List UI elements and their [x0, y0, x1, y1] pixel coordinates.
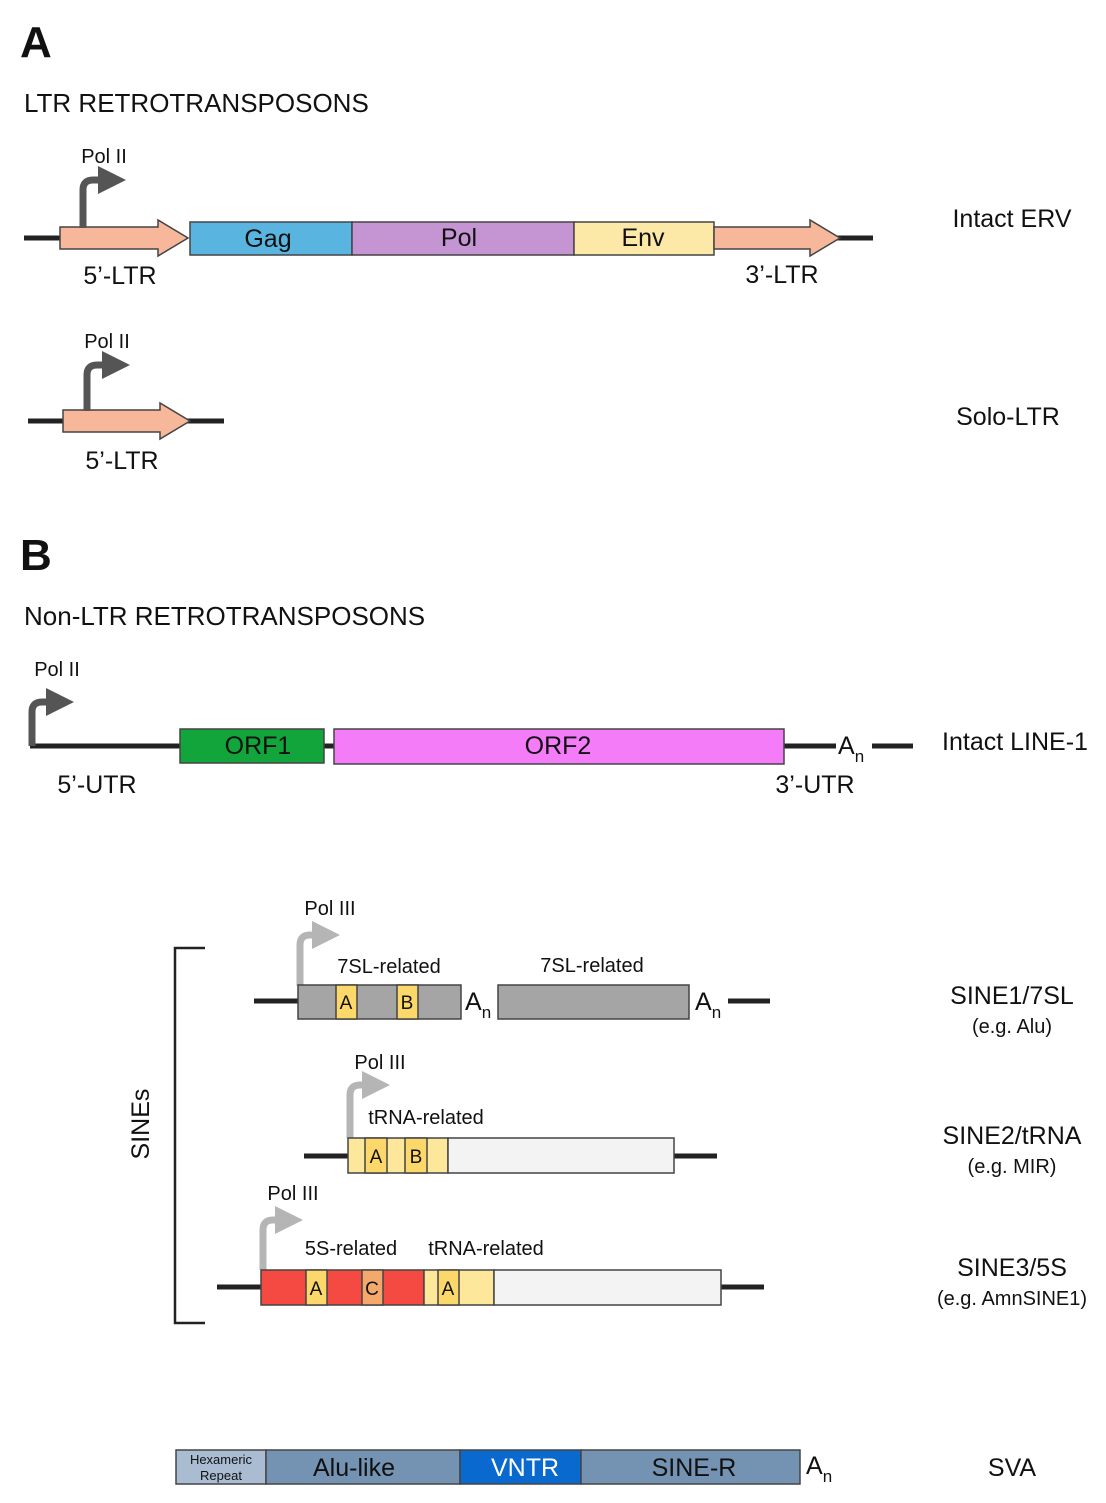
line1-element: Pol II ORF1 ORF2 An 5’-UTR 3’-UTR Intact… [28, 659, 1088, 799]
sine1-example: (e.g. Alu) [972, 1016, 1052, 1038]
sva-name: SVA [988, 1454, 1036, 1482]
sva-vntr [459, 1449, 582, 1485]
panel-b: B Non-LTR RETROTRANSPOSONS Pol II ORF1 O… [20, 531, 1088, 1486]
erv-promoter-label: Pol II [81, 146, 127, 168]
sine1-name: SINE1/7SL [950, 982, 1074, 1010]
sine3-region2-label: tRNA-related [428, 1238, 544, 1260]
panel-letter-a: A [20, 18, 52, 67]
sines-bracket [173, 946, 205, 1325]
sine1-motif-a-label: A [340, 993, 353, 1014]
erv-5-ltr-label: 5’-LTR [83, 262, 156, 290]
sine1-left-monomer [297, 984, 462, 1020]
solo-ltr-name: Solo-LTR [956, 403, 1060, 431]
sine3-motif-c-label: C [365, 1279, 379, 1300]
sine3-body [493, 1269, 722, 1306]
sine3-motif-a1 [305, 1269, 328, 1306]
sine3-motif-c [361, 1269, 384, 1306]
erv-5-ltr-arrow [59, 218, 190, 258]
sine2-pol3-promoter-arrow [346, 1071, 390, 1138]
sva-hexameric-repeat [175, 1449, 267, 1485]
sva-hex-line1: Hexameric [190, 1452, 253, 1467]
env-label: Env [621, 224, 665, 252]
sines-label: SINEs [127, 1089, 155, 1160]
sine1-region2-label: 7SL-related [540, 955, 643, 977]
erv-pol2-promoter-arrow [79, 166, 126, 228]
line1-pol2-promoter-arrow [28, 688, 74, 746]
sine1-end-polya: An [695, 988, 721, 1022]
sine1-promoter-label: Pol III [304, 898, 355, 920]
sine3-example: (e.g. AmnSINE1) [937, 1288, 1087, 1310]
sine1-pol3-promoter-arrow [296, 921, 340, 986]
sine3-5s-region [260, 1269, 425, 1306]
sine2-name: SINE2/tRNA [943, 1122, 1082, 1150]
intact-erv-element: Pol II Gag Pol Env 5’-LTR 3’-LTR Intact … [24, 146, 1072, 290]
sva-alu-like [265, 1449, 461, 1485]
sine3-promoter-label: Pol III [267, 1183, 318, 1205]
orf1-segment [179, 728, 325, 764]
sine3-motif-a2-label: A [442, 1279, 455, 1300]
panel-a-title: LTR RETROTRANSPOSONS [24, 88, 369, 118]
sine3-motif-a1-label: A [310, 1279, 323, 1300]
sine1-motif-b-label: B [401, 993, 414, 1014]
sine3-motif-a2 [437, 1269, 460, 1306]
sine1-element: Pol III A B An An 7SL-related 7SL-relate… [254, 898, 1074, 1038]
orf2-segment [333, 728, 785, 765]
env-segment [573, 221, 715, 256]
sva-vntr-label: VNTR [491, 1454, 559, 1482]
sine2-element: Pol III A B tRNA-related SINE2/tRNA (e.g… [304, 1052, 1082, 1178]
sine2-motif-a [364, 1137, 388, 1174]
erv-3-ltr-arrow [713, 218, 842, 258]
sine3-element: Pol III A C A 5S-related tRNA-related SI… [217, 1183, 1087, 1310]
sine1-motif-b [396, 984, 419, 1020]
panel-b-title: Non-LTR RETROTRANSPOSONS [24, 601, 425, 631]
sine3-name: SINE3/5S [957, 1254, 1067, 1282]
sine1-motif-a [335, 984, 358, 1020]
sva-hex-line2: Repeat [200, 1468, 242, 1483]
intact-erv-name: Intact ERV [952, 205, 1071, 233]
sine2-trna-region [347, 1137, 449, 1174]
sines-bracket-group: SINEs [127, 946, 205, 1325]
solo-pol2-promoter-arrow [83, 351, 130, 411]
sine3-region1-label: 5S-related [305, 1238, 397, 1260]
sine2-motif-b-label: B [410, 1147, 423, 1168]
line1-3-utr-label: 3’-UTR [775, 771, 854, 799]
line1-name: Intact LINE-1 [942, 728, 1088, 756]
pol-segment [351, 221, 575, 256]
sine1-region1-label: 7SL-related [337, 956, 440, 978]
solo-ltr-arrow [62, 401, 192, 441]
sine2-motif-a-label: A [370, 1147, 383, 1168]
solo-ltr-label: 5’-LTR [85, 447, 158, 475]
line1-5-utr-label: 5’-UTR [57, 771, 136, 799]
sine1-mid-polya: An [465, 988, 491, 1022]
sine3-pol3-promoter-arrow [259, 1206, 303, 1270]
orf1-label: ORF1 [225, 732, 292, 760]
sine2-region-label: tRNA-related [368, 1107, 484, 1129]
line1-polya-tail: An [838, 732, 864, 766]
orf2-label: ORF2 [525, 732, 592, 760]
pol-label: Pol [441, 224, 477, 252]
sva-alu-like-label: Alu-like [313, 1454, 395, 1482]
solo-ltr-element: Pol II 5’-LTR Solo-LTR [28, 331, 1060, 475]
solo-promoter-label: Pol II [84, 331, 130, 353]
sva-element: Hexameric Repeat Alu-like VNTR SINE-R An… [175, 1449, 1036, 1486]
sva-polya-tail: An [806, 1452, 832, 1486]
sine1-right-monomer [497, 984, 690, 1020]
panel-a: A LTR RETROTRANSPOSONS Pol II Gag Pol En… [20, 18, 1072, 475]
sine2-example: (e.g. MIR) [968, 1156, 1057, 1178]
sva-sine-r-label: SINE-R [652, 1454, 737, 1482]
sine2-motif-b [404, 1137, 428, 1174]
gag-label: Gag [244, 225, 291, 253]
line1-promoter-label: Pol II [34, 659, 80, 681]
sine2-promoter-label: Pol III [354, 1052, 405, 1074]
sva-sine-r [580, 1449, 801, 1485]
panel-letter-b: B [20, 531, 52, 580]
sine2-body [447, 1137, 675, 1174]
erv-3-ltr-label: 3’-LTR [745, 261, 818, 289]
